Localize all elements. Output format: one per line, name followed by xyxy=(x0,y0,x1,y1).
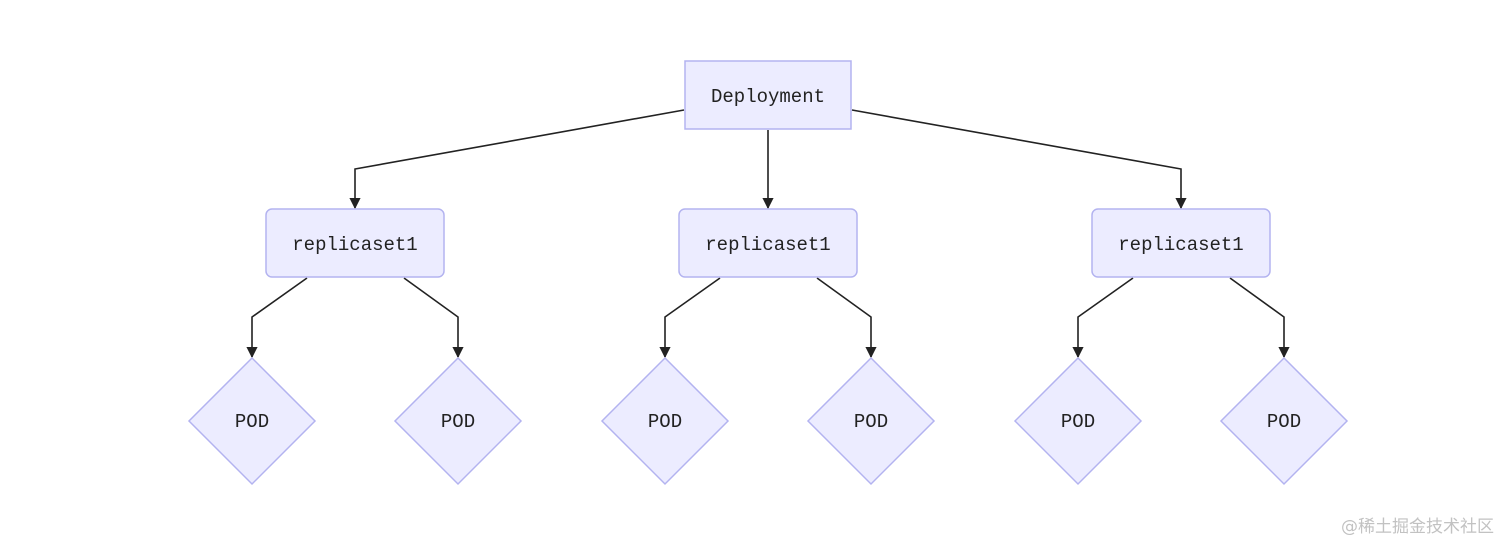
replicaset-node-2: replicaset1 xyxy=(678,208,858,278)
pod-label: POD xyxy=(235,411,269,433)
edge-deployment-to-replicaset-1 xyxy=(349,109,685,210)
replicaset-label: replicaset1 xyxy=(292,234,417,256)
pod-node-2-2: POD xyxy=(806,356,936,486)
pod-node-3-2: POD xyxy=(1219,356,1349,486)
pod-label: POD xyxy=(441,411,475,433)
replicaset-node-3: replicaset1 xyxy=(1091,208,1271,278)
edge-deployment-to-replicaset-3 xyxy=(851,109,1187,210)
pod-node-1-1: POD xyxy=(187,356,317,486)
pod-label: POD xyxy=(1061,411,1095,433)
pod-node-2-1: POD xyxy=(600,356,730,486)
edge-replicaset-2-to-pod-2 xyxy=(816,277,877,359)
edge-replicaset-1-to-pod-2 xyxy=(403,277,464,359)
replicaset-node-1: replicaset1 xyxy=(265,208,445,278)
replicaset-label: replicaset1 xyxy=(1118,234,1243,256)
pod-label: POD xyxy=(648,411,682,433)
edge-replicaset-3-to-pod-2 xyxy=(1229,277,1290,359)
edge-replicaset-3-to-pod-1 xyxy=(1072,277,1134,359)
pod-label: POD xyxy=(1267,411,1301,433)
edge-replicaset-2-to-pod-1 xyxy=(659,277,721,359)
pod-node-1-2: POD xyxy=(393,356,523,486)
replicaset-label: replicaset1 xyxy=(705,234,830,256)
deployment-node: Deployment xyxy=(684,60,852,130)
edge-replicaset-1-to-pod-1 xyxy=(246,277,308,359)
pod-node-3-1: POD xyxy=(1013,356,1143,486)
deployment-label: Deployment xyxy=(711,86,825,108)
watermark-text: @稀土掘金技术社区 xyxy=(1341,517,1494,537)
pod-label: POD xyxy=(854,411,888,433)
